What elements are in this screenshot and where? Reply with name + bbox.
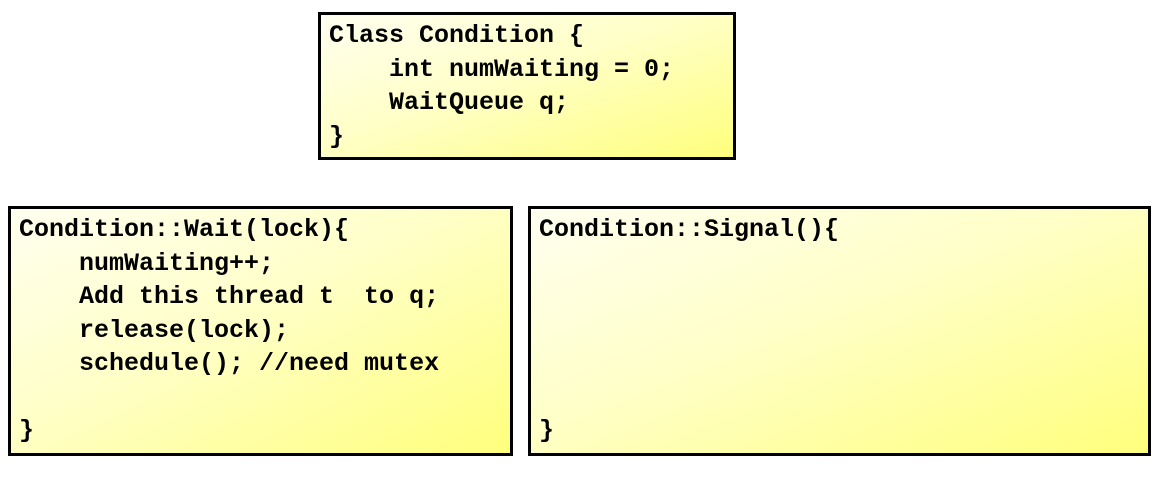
condition-signal-code-box: Condition::Signal(){ } [528, 206, 1151, 456]
class-condition-code-text: Class Condition { int numWaiting = 0; Wa… [329, 21, 675, 151]
condition-wait-code-box: Condition::Wait(lock){ numWaiting++; Add… [8, 206, 513, 456]
condition-wait-code-text: Condition::Wait(lock){ numWaiting++; Add… [19, 215, 440, 445]
condition-signal-code-text: Condition::Signal(){ } [539, 215, 840, 445]
class-condition-code-box: Class Condition { int numWaiting = 0; Wa… [318, 12, 736, 160]
